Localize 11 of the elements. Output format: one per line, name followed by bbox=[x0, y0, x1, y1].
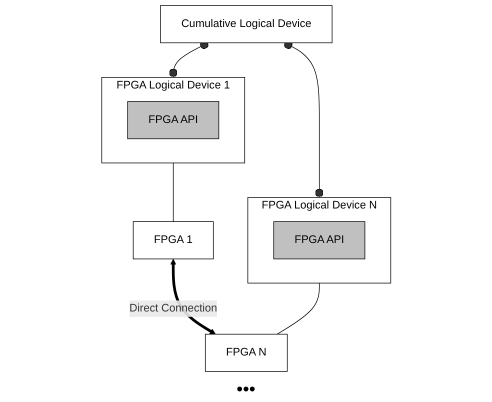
connector bbox=[276, 282, 320, 335]
node-box: FPGA 1 bbox=[132, 221, 214, 260]
ellipsis-label: ••• bbox=[236, 379, 256, 399]
node-box: FPGA N bbox=[204, 334, 288, 372]
connector bbox=[168, 40, 208, 78]
edge-label: Direct Connection bbox=[129, 302, 217, 314]
node-box: FPGA API bbox=[273, 221, 365, 260]
node-box: FPGA API bbox=[127, 101, 219, 140]
node-box: Cumulative Logical Device bbox=[160, 5, 332, 44]
connector bbox=[172, 162, 174, 222]
connector bbox=[284, 40, 324, 198]
